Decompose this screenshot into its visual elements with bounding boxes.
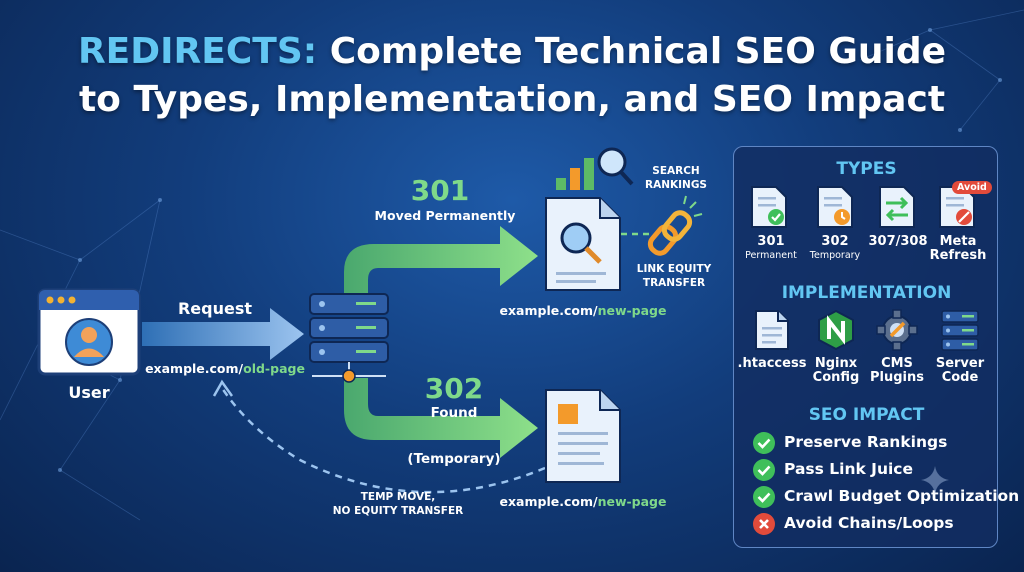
code-301-desc: Moved Permanently — [374, 208, 516, 223]
nginx-icon — [818, 309, 854, 351]
user-label: User — [68, 383, 110, 402]
arrow-302 — [344, 378, 538, 458]
check-icon — [753, 486, 775, 508]
new-page-doc-302-icon — [545, 389, 621, 483]
title-line2: to Types, Implementation, and SEO Impact — [78, 79, 946, 120]
implementation-heading: IMPLEMENTATION — [781, 283, 952, 303]
types-heading: TYPES — [836, 159, 897, 179]
type-307-308: 307/308 — [868, 234, 928, 249]
request-arrow — [142, 308, 304, 360]
avoid-badge: Avoid — [952, 181, 992, 194]
new-url-301-label: example.com/new-page — [499, 303, 667, 318]
old-url-label: example.com/old-page — [145, 361, 305, 376]
code-302-label: 302 — [424, 372, 484, 405]
doc-arrows-icon — [879, 186, 915, 228]
gear-wrench-icon — [876, 309, 918, 351]
check-icon — [753, 459, 775, 481]
cross-icon — [753, 513, 775, 535]
seo-impact-heading: SEO IMPACT — [808, 405, 925, 425]
temp-return-dashed — [220, 387, 546, 494]
server-stack-icon — [941, 310, 979, 351]
arrow-301 — [344, 226, 538, 298]
server-icon — [309, 293, 389, 383]
request-label: Request — [177, 299, 253, 318]
sparkle-icon — [921, 466, 949, 494]
chain-link-icon — [647, 195, 703, 256]
code-302-note: (Temporary) — [407, 451, 501, 467]
code-302-desc: Found — [430, 405, 478, 421]
new-url-302-label: example.com/new-page — [499, 494, 667, 509]
temp-move-label: TEMP MOVE,NO EQUITY TRANSFER — [332, 491, 464, 517]
code-301-label: 301 — [410, 174, 470, 207]
file-icon — [755, 310, 789, 350]
doc-ban-icon — [939, 186, 975, 228]
impl-htaccess: .htaccess — [737, 356, 807, 371]
page-title: REDIRECTS: Complete Technical SEO Guide … — [0, 28, 1024, 124]
new-page-doc-301-icon — [545, 197, 621, 291]
check-icon — [753, 432, 775, 454]
doc-check-icon — [751, 186, 787, 228]
title-accent: REDIRECTS: — [77, 31, 318, 72]
doc-clock-icon — [817, 186, 853, 228]
user-browser-icon — [37, 288, 141, 376]
rankings-chart-icon — [556, 147, 634, 190]
title-line1: Complete Technical SEO Guide — [329, 31, 947, 72]
